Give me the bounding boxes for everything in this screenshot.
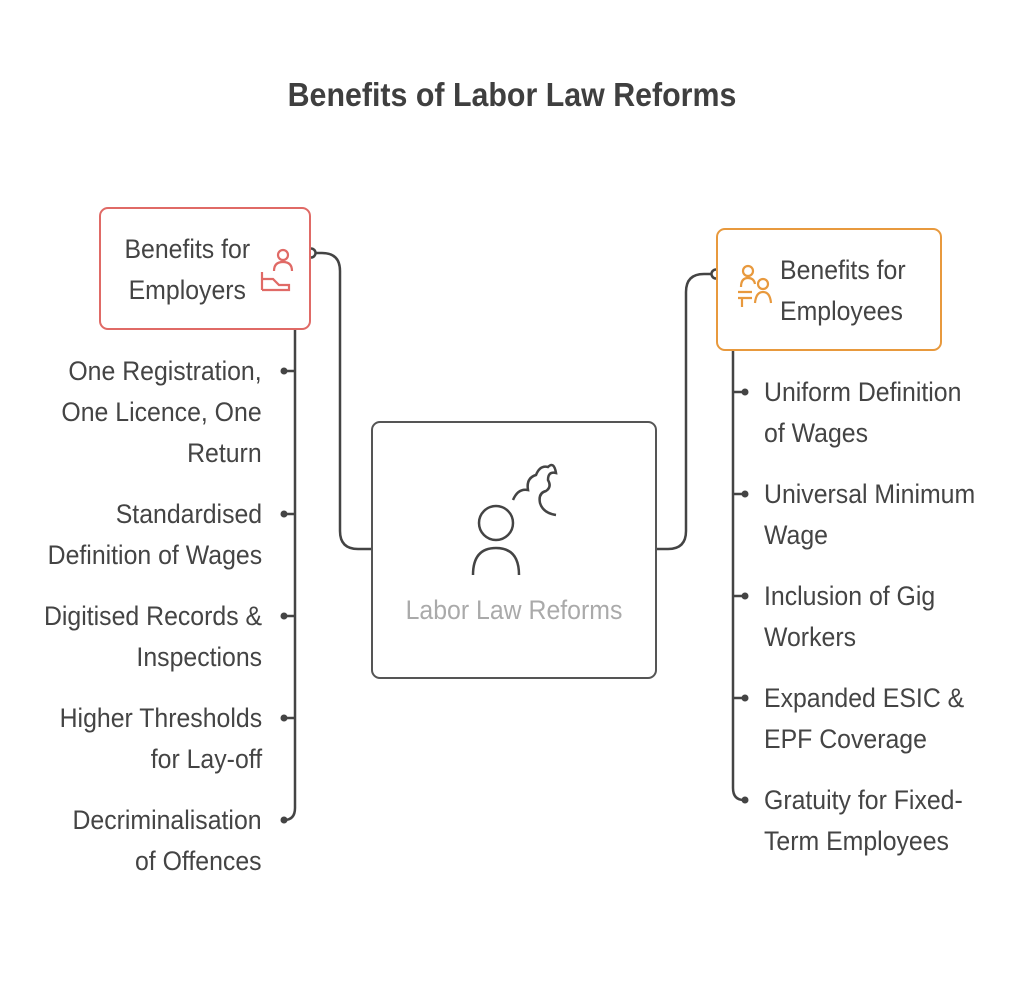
- employees-group-icon: [738, 264, 773, 307]
- item-line: EPF Coverage: [764, 724, 927, 754]
- person-speaking-icon: [471, 463, 558, 576]
- central-label: Labor Law Reforms: [405, 595, 623, 625]
- employer-benefit-item: Higher Thresholds for Lay-off: [59, 698, 262, 780]
- item-line: Standardised: [115, 499, 262, 529]
- item-line: Inspections: [136, 642, 262, 672]
- item-line: Term Employees: [764, 826, 949, 856]
- item-line: Universal Minimum: [764, 479, 976, 509]
- employees-node: Benefits for Employees: [716, 228, 942, 351]
- item-line: Gratuity for Fixed-: [764, 785, 963, 815]
- employer-branch-ticks: [280, 367, 288, 824]
- label-line: Employers: [128, 275, 246, 305]
- item-line: Digitised Records &: [43, 601, 262, 631]
- employer-benefit-item: Standardised Definition of Wages: [48, 494, 262, 576]
- employee-benefit-item: Uniform Definition of Wages: [764, 372, 961, 454]
- connector-employees: [657, 272, 716, 551]
- item-line: Uniform Definition: [764, 377, 962, 407]
- item-line: Return: [187, 438, 262, 468]
- label-line: Benefits for: [124, 234, 251, 264]
- item-line: of Wages: [764, 418, 869, 448]
- item-line: Expanded ESIC &: [764, 683, 965, 713]
- employer-benefit-item: Decriminalisation of Offences: [73, 800, 262, 882]
- item-line: Higher Thresholds: [59, 703, 262, 733]
- employee-benefit-item: Universal Minimum Wage: [764, 474, 975, 556]
- employee-branch-line: [731, 351, 745, 802]
- connector-employers: [311, 251, 371, 551]
- central-node: Labor Law Reforms: [371, 421, 657, 679]
- employees-label: Benefits for Employees: [780, 250, 906, 332]
- item-line: One Registration,: [68, 356, 262, 386]
- item-line: of Offences: [135, 846, 262, 876]
- item-line: Workers: [764, 622, 857, 652]
- item-line: Decriminalisation: [72, 805, 262, 835]
- item-line: Wage: [764, 520, 828, 550]
- employee-benefit-item: Expanded ESIC & EPF Coverage: [764, 678, 964, 760]
- employer-desk-icon: [260, 248, 294, 292]
- item-line: One Licence, One: [61, 397, 262, 427]
- item-line: Definition of Wages: [47, 540, 262, 570]
- label-line: Benefits for: [780, 255, 906, 285]
- employers-node: Benefits for Employers: [99, 207, 311, 330]
- item-line: Inclusion of Gig: [764, 581, 936, 611]
- label-line: Employees: [780, 296, 903, 326]
- employers-label: Benefits for Employers: [124, 229, 250, 311]
- employee-benefit-item: Inclusion of Gig Workers: [764, 576, 935, 658]
- employer-branch-line: [283, 330, 297, 822]
- diagram-title: Benefits of Labor Law Reforms: [287, 76, 737, 113]
- item-line: for Lay-off: [150, 744, 262, 774]
- employee-benefit-item: Gratuity for Fixed- Term Employees: [764, 780, 963, 862]
- employer-benefit-item: One Registration, One Licence, One Retur…: [62, 351, 262, 474]
- employer-benefit-item: Digitised Records & Inspections: [44, 596, 262, 678]
